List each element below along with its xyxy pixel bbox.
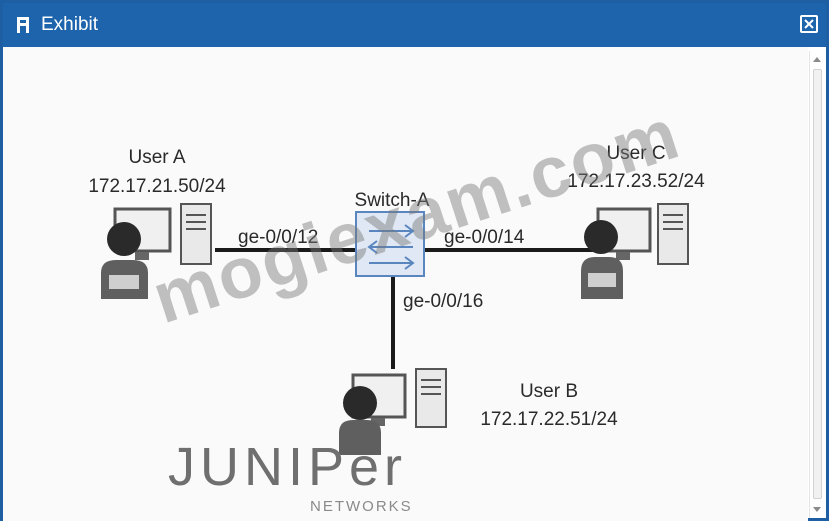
user-c-name: User C <box>606 143 665 164</box>
user-c-workstation-icon <box>581 203 689 299</box>
user-b-ip: 172.17.22.51/24 <box>480 409 618 430</box>
scroll-up-arrow-icon[interactable] <box>813 57 821 62</box>
user-a-name: User A <box>128 147 185 168</box>
close-icon <box>804 19 814 29</box>
window-title: Exhibit <box>41 14 99 35</box>
switch-label: Switch-A <box>355 190 430 211</box>
user-a-workstation-icon <box>101 203 212 299</box>
network-diagram: Switch-A ge-0/0/12 ge-0/0/14 ge-0/0/16 U… <box>88 143 705 455</box>
user-b-workstation-icon <box>339 368 447 455</box>
port-label-user-b: ge-0/0/16 <box>403 291 483 312</box>
port-label-user-c: ge-0/0/14 <box>444 227 525 248</box>
scroll-down-arrow-icon[interactable] <box>813 507 821 512</box>
juniper-logo-sub: NETWORKS <box>310 498 413 515</box>
port-label-user-a: ge-0/0/12 <box>238 227 318 248</box>
user-a-ip: 172.17.21.50/24 <box>88 176 226 197</box>
vertical-scrollbar[interactable] <box>809 51 825 518</box>
user-b-name: User B <box>520 381 578 402</box>
juniper-logo: JUNIPer NETWORKS <box>168 437 411 515</box>
title-bar: Exhibit <box>3 3 826 47</box>
switch-a-icon <box>355 211 425 277</box>
scroll-thumb[interactable] <box>813 69 822 499</box>
user-c-ip: 172.17.23.52/24 <box>567 171 705 192</box>
close-button[interactable] <box>800 15 818 33</box>
exhibit-icon <box>13 15 33 35</box>
juniper-logo-word: JUNIPer <box>168 437 408 497</box>
exhibit-content: Switch-A ge-0/0/12 ge-0/0/14 ge-0/0/16 U… <box>3 47 808 521</box>
